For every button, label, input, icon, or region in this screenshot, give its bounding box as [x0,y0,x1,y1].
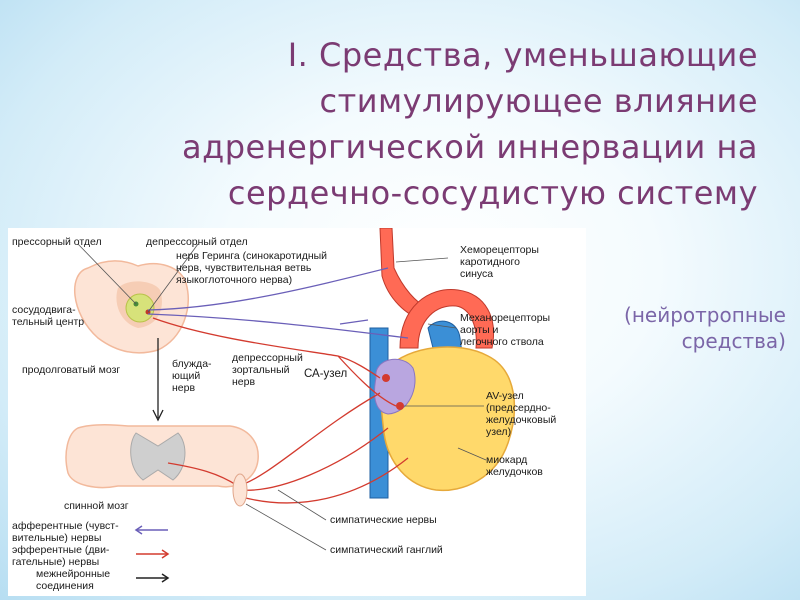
label-sympathetic-ganglion: симпатический ганглий [330,544,443,556]
subtitle-line: (нейротропные [624,303,786,327]
diagram-drawing [65,228,516,583]
title-line: I. Средства, уменьшающие [287,36,758,74]
label-sa-node: СА-узел [304,368,348,380]
sympathetic-nerve-1 [237,392,381,487]
label-myocard: миокард желудочков [486,454,543,478]
label-hering: нерв Геринга (синокаротидный нерв, чувст… [176,250,328,286]
pointer-mechano [427,323,457,329]
label-medulla: продолговатый мозг [22,364,121,376]
title-line: сердечно-сосудистую систему [227,174,758,212]
aortic-nerve [147,313,409,339]
label-aortic: депрессорный зортальный нерв [232,352,303,388]
label-spinal-cord: спинной мозг [64,500,129,512]
label-av-node: AV-узел (предсердно- желудочковый узел) [486,390,557,438]
label-sympathetic-nerves: симпатические нервы [330,514,437,526]
innervation-diagram: прессорный отдел депрессорный отдел нерв… [8,228,586,596]
sympathetic-ganglion [232,473,248,507]
vagus-nerve [152,317,381,379]
pointer-ganglion [245,503,327,551]
legend-afferent: афферентные (чувст- вительные) нервы [12,520,119,544]
subtitle-line: средства) [681,329,786,353]
hering-nerve [147,267,389,311]
pointer-symp-nerves [277,489,327,521]
interneuron-arrow [152,409,164,422]
spinal-grey-matter [130,432,186,481]
sa-node-dot [382,374,390,382]
afferent-arrow [339,319,369,325]
label-vagus: блужда- ющий нерв [172,358,212,394]
label-mechanoreceptors: Механорецепторы аорты и легочного ствола [460,312,551,348]
av-node-dot [396,402,404,410]
slide-subtitle: (нейротропные средства) [566,302,786,354]
label-chemoreceptors: Хеморецепторы каротидного синуса [460,244,539,280]
legend-interneuron: межнейронные соединения [36,568,111,592]
legend-efferent-head [161,549,170,559]
legend-efferent: эфферентные (дви- гательные) нервы [12,544,110,568]
pointer-pressor [77,243,137,305]
legend-afferent-head [134,525,143,535]
efferent-spinal [167,462,239,487]
label-pressor: прессорный отдел [12,236,102,248]
atrium [374,358,416,415]
slide-title: I. Средства, уменьшающие стимулирующее в… [58,32,758,216]
aorta-arch [399,289,494,349]
title-line: адренергической иннервации на [181,128,758,166]
pointer-depressor [147,243,199,313]
pointer-myocard [457,447,487,461]
label-depressor: депрессорный отдел [146,236,248,248]
sympathetic-nerve-3 [237,457,409,504]
sympathetic-nerve-2 [239,427,389,491]
pointer-chemo [395,257,449,263]
title-line: стимулирующее влияние [319,82,758,120]
legend-inter-head [161,573,170,583]
vagus-branch [337,355,397,407]
label-vasomotor: сосудодвига- тельный центр [12,304,85,328]
